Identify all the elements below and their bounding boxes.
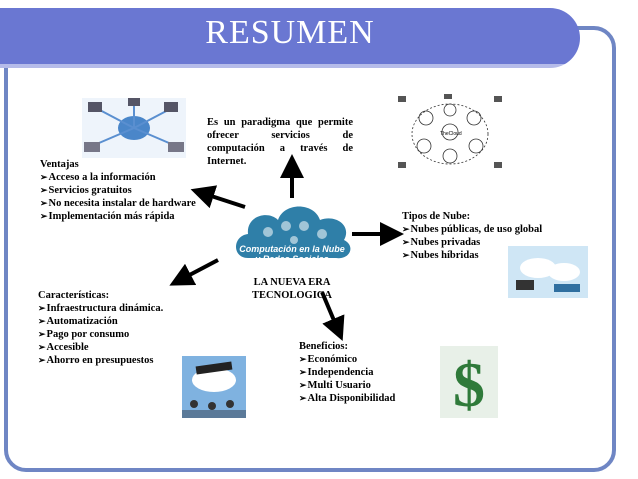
beneficios-block: Beneficios: Económico Independencia Mult… — [299, 340, 429, 405]
ventajas-item: Acceso a la información — [40, 171, 200, 184]
ventajas-heading: Ventajas — [40, 158, 200, 171]
ventajas-item: No necesita instalar de hardware — [40, 197, 200, 210]
dollar-sign-image: $ — [440, 346, 498, 418]
svg-text:$: $ — [453, 349, 485, 418]
caracteristicas-item: Pago por consumo — [38, 328, 188, 341]
definition-text: Es un paradigma que permite ofrecer serv… — [207, 116, 353, 168]
cloud-caption-line1: LA NUEVA ERA — [246, 276, 338, 289]
cloud-caption: LA NUEVA ERA TECNOLOGICA — [246, 276, 338, 302]
cloud-users-image — [182, 356, 246, 418]
cloud-logo-line2: y Redes Sociales — [254, 254, 329, 264]
arrow-left-down — [180, 260, 218, 280]
ventajas-item: Implementación más rápida — [40, 210, 200, 223]
beneficios-item: Alta Disponibilidad — [299, 392, 429, 405]
cloud-logo-line1: Computación en la Nube — [239, 244, 345, 254]
cloud-logo: Computación en la Nube y Redes Sociales — [228, 196, 356, 276]
caracteristicas-item: Accesible — [38, 341, 188, 354]
caracteristicas-item: Infraestructura dinámica. — [38, 302, 188, 315]
tipos-item: Nubes públicas, de uso global — [402, 223, 572, 236]
beneficios-heading: Beneficios: — [299, 340, 429, 353]
cloud-caption-line2: TECNOLOGICA — [246, 289, 338, 302]
tipos-heading: Tipos de Nube: — [402, 210, 572, 223]
caracteristicas-heading: Características: — [38, 289, 188, 302]
caracteristicas-item: Ahorro en presupuestos — [38, 354, 188, 367]
beneficios-item: Multi Usuario — [299, 379, 429, 392]
ventajas-block: Ventajas Acceso a la información Servici… — [40, 158, 200, 223]
cloud-computing-image — [508, 246, 588, 298]
caracteristicas-block: Características: Infraestructura dinámic… — [38, 289, 188, 367]
caracteristicas-item: Automatización — [38, 315, 188, 328]
cloud-network-diagram: TheCloud — [396, 94, 504, 172]
network-illustration — [82, 98, 186, 158]
ventajas-item: Servicios gratuitos — [40, 184, 200, 197]
diagram-center-label: TheCloud — [440, 131, 462, 137]
beneficios-item: Independencia — [299, 366, 429, 379]
beneficios-item: Económico — [299, 353, 429, 366]
